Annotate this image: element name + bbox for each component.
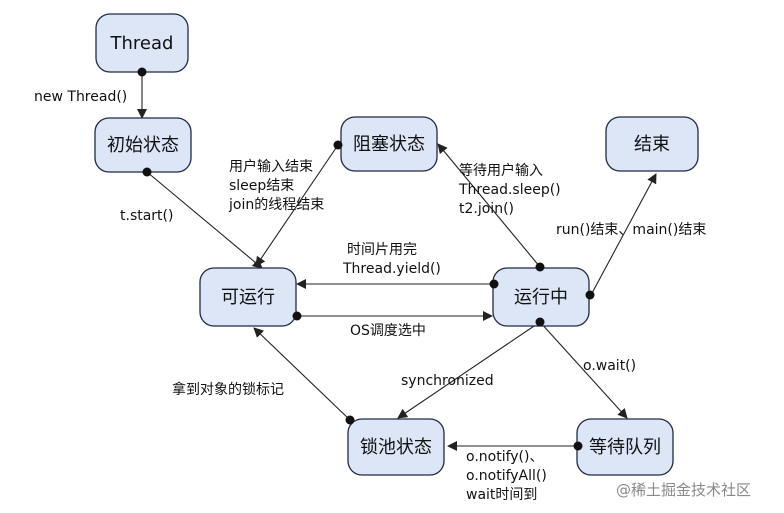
- dot-running-bottom: [535, 317, 545, 327]
- label-waitqueue-lockpool-1: o.notify()、: [466, 449, 543, 465]
- label-lockpool-runnable: 拿到对象的锁标记: [172, 381, 284, 398]
- dot-initial: [142, 167, 152, 177]
- label-start: t.start(): [120, 208, 173, 224]
- edge-lockpool-to-runnable: [253, 327, 351, 421]
- edge-labels: new Thread() t.start() 用户输入结束 sleep结束 jo…: [34, 89, 706, 503]
- label-waitqueue-lockpool-3: wait时间到: [466, 487, 537, 503]
- dot-runnable-right: [292, 311, 302, 321]
- edge-running-to-end: [590, 173, 657, 296]
- node-thread-label: Thread: [110, 33, 174, 54]
- label-running-waitqueue: o.wait(): [583, 358, 636, 374]
- edge-running-to-lockpool: [397, 321, 541, 419]
- label-running-runnable-1: 时间片用完: [347, 242, 417, 258]
- node-running: 运行中: [492, 267, 590, 327]
- node-lockpool: 锁池状态: [347, 418, 445, 476]
- label-waitqueue-lockpool-2: o.notifyAll(): [466, 468, 547, 484]
- node-initial-label: 初始状态: [107, 135, 179, 156]
- node-end: 结束: [605, 116, 699, 172]
- node-running-label: 运行中: [514, 287, 568, 308]
- label-blocked-runnable-3: join的线程结束: [228, 197, 324, 213]
- watermark: @稀土掘金技术社区: [616, 481, 751, 499]
- label-running-end: run()结束、main()结束: [556, 222, 706, 238]
- label-blocked-runnable-1: 用户输入结束: [229, 158, 313, 175]
- label-runnable-running: OS调度选中: [350, 323, 426, 339]
- dot-waitqueue: [573, 441, 583, 451]
- label-running-runnable-2: Thread.yield(): [342, 261, 441, 277]
- edge-running-to-waitqueue: [539, 321, 628, 419]
- node-blocked: 阻塞状态: [340, 116, 438, 172]
- dot-running-left: [489, 279, 499, 289]
- label-running-blocked-2: Thread.sleep(): [458, 182, 561, 198]
- label-blocked-runnable-2: sleep结束: [229, 178, 294, 194]
- node-waitqueue-label: 等待队列: [589, 437, 661, 458]
- node-initial: 初始状态: [94, 117, 192, 173]
- node-waitqueue: 等待队列: [576, 418, 674, 476]
- dot-running-right: [585, 290, 595, 300]
- node-lockpool-label: 锁池状态: [360, 437, 432, 458]
- label-running-blocked-3: t2.join(): [459, 201, 514, 217]
- node-end-label: 结束: [634, 134, 670, 155]
- edge-initial-to-runnable: [146, 171, 263, 269]
- node-runnable: 可运行: [199, 267, 297, 327]
- dot-blocked: [333, 140, 343, 150]
- edge-running-to-blocked: [437, 143, 541, 268]
- edge-blocked-to-runnable: [255, 144, 339, 267]
- label-running-blocked-1: 等待用户输入: [459, 162, 543, 179]
- dot-lockpool: [345, 415, 355, 425]
- node-blocked-label: 阻塞状态: [353, 134, 425, 155]
- label-running-lockpool: synchronized: [401, 373, 494, 389]
- edges: [137, 72, 657, 451]
- edge-dots: [137, 67, 595, 451]
- dot-thread: [137, 67, 147, 77]
- label-new-thread: new Thread(): [34, 89, 127, 105]
- node-runnable-label: 可运行: [221, 287, 275, 308]
- dot-running-top: [535, 262, 545, 272]
- node-thread: Thread: [95, 13, 189, 73]
